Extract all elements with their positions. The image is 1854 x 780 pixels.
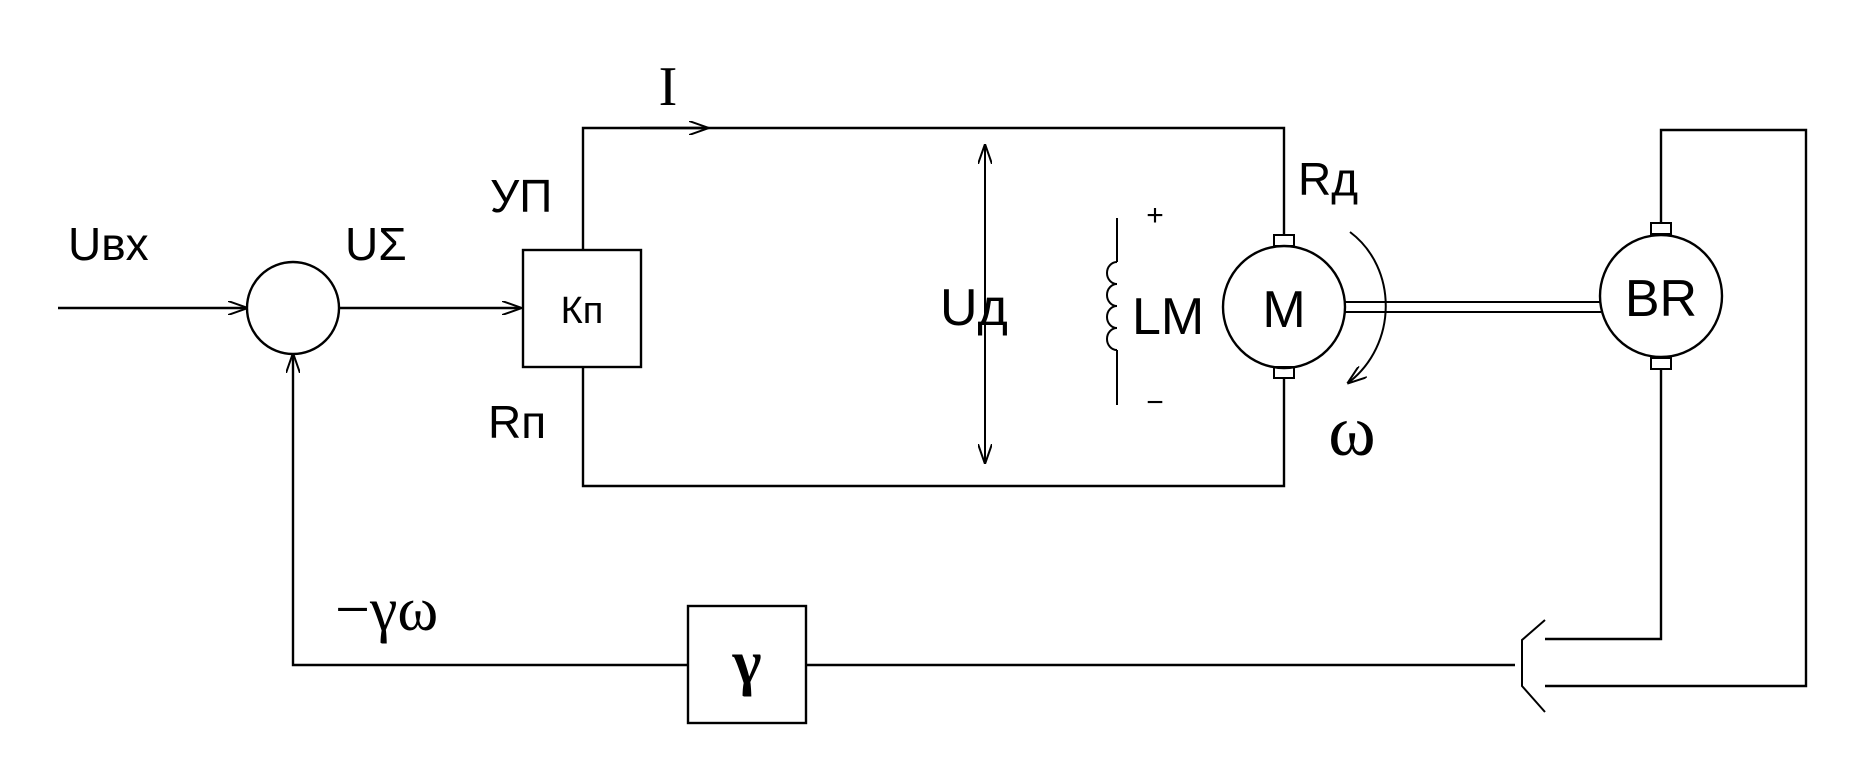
field-minus-label: − <box>1146 386 1164 419</box>
motor-brush-top <box>1273 234 1295 247</box>
tacho-outer-wire <box>1545 128 1808 688</box>
feedback-connector <box>1521 619 1546 713</box>
motor-label: M <box>1262 281 1305 339</box>
tachogenerator-label: BR <box>1625 270 1697 328</box>
field-winding-label: LM <box>1132 288 1204 346</box>
armature-bottom-wire <box>581 367 1286 488</box>
motor-circle <box>1221 244 1347 370</box>
rotation-arrow <box>1348 231 1387 383</box>
sum-voltage-label: UΣ <box>345 218 407 270</box>
armature-top-wire <box>581 126 1286 250</box>
tacho-brush-top <box>1650 222 1672 235</box>
field-plus-label: + <box>1146 199 1164 232</box>
converter-gain-label: Кп <box>561 290 604 332</box>
speed-label: ω <box>1328 391 1375 471</box>
input-voltage-label: Uвх <box>68 218 149 270</box>
tacho-inner-wire <box>1545 369 1663 641</box>
tachogenerator-circle <box>1598 233 1724 359</box>
motor-voltage-label: Uд <box>940 279 1008 337</box>
motor-resistance-label: Rд <box>1298 153 1358 205</box>
feedback-line-left <box>293 354 688 667</box>
summing-junction <box>245 260 341 356</box>
feedback-signal-label: −γω <box>335 576 438 644</box>
field-coil <box>1106 261 1118 351</box>
current-label: I <box>659 56 678 118</box>
converter-resistance-label: Rп <box>488 396 546 448</box>
converter-top-label: УП <box>490 170 552 222</box>
feedback-gain-label: γ <box>731 629 761 697</box>
tacho-brush-bottom <box>1650 357 1672 370</box>
